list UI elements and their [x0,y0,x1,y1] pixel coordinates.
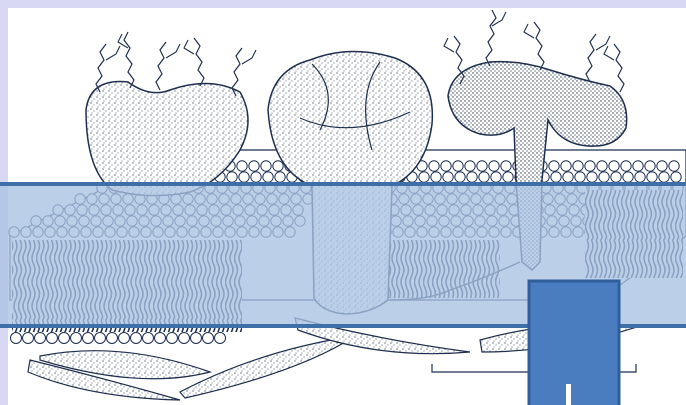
lipid-head-bottom [191,333,202,344]
lipid-head [429,161,439,171]
lipid-head-bottom [119,333,130,344]
lipid-head [239,172,249,182]
lipid-head-bottom [71,333,82,344]
lipid-head [263,172,273,182]
lipid-head [587,172,597,182]
lipid-head [249,161,259,171]
lipid-head [573,161,583,171]
lipid-head-bottom [203,333,214,344]
lipid-head [501,161,511,171]
lipid-head-bottom [179,333,190,344]
lipid-head [659,172,669,182]
lipid-head-bottom [215,333,226,344]
lipid-head-bottom [83,333,94,344]
lipid-head [563,172,573,182]
lipid-head [633,161,643,171]
lipid-head [669,161,679,171]
lipid-head [237,161,247,171]
lipid-head [479,172,489,182]
lipid-head [609,161,619,171]
lipid-head-bottom [95,333,106,344]
lipid-head-bottom [107,333,118,344]
marker-tick [566,384,571,405]
lipid-head-bottom [59,333,70,344]
lipid-head [443,172,453,182]
lipid-head [611,172,621,182]
lipid-head-bottom [35,333,46,344]
lipid-head [441,161,451,171]
lipid-head-bottom [131,333,142,344]
lipid-head [597,161,607,171]
lipid-head [455,172,465,182]
lipid-head-bottom [155,333,166,344]
lipid-head-bottom [47,333,58,344]
lipid-head [645,161,655,171]
lipid-head [623,172,633,182]
lipid-head [549,161,559,171]
highlight-marker [529,281,619,405]
lipid-head [273,161,283,171]
lipid-head [489,161,499,171]
lipid-head-bottom [11,333,22,344]
lipid-head-bottom [167,333,178,344]
lipid-head [275,172,285,182]
lipid-head [491,172,501,182]
lipid-head [251,172,261,182]
lipid-head [551,172,561,182]
lipid-head [261,161,271,171]
lipid-head [599,172,609,182]
lipid-head-bottom [23,333,34,344]
lipid-head [465,161,475,171]
lipid-head [621,161,631,171]
lipid-head [453,161,463,171]
lipid-head [227,172,237,182]
lipid-head [419,172,429,182]
lipid-head [503,172,513,182]
marker-block [529,281,619,405]
lipid-head [561,161,571,171]
lipid-head [657,161,667,171]
lipid-head [647,172,657,182]
lipid-head [477,161,487,171]
lipid-head [635,172,645,182]
lipid-head [575,172,585,182]
lipid-head [467,172,477,182]
lipid-head [431,172,441,182]
lipid-head [585,161,595,171]
lipid-head [671,172,681,182]
lipid-head-bottom [143,333,154,344]
